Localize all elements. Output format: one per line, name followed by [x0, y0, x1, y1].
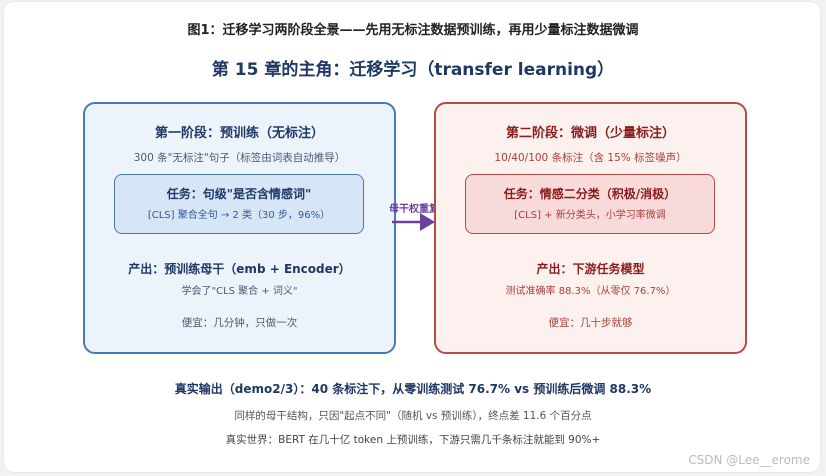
pretrain-output-desc: 学会了"CLS 聚合 + 词义" — [181, 286, 298, 297]
finetune-stage-subtitle: 10/40/100 条标注（含 15% 标签噪声） — [494, 152, 687, 164]
transfer-arrow — [392, 213, 435, 231]
pretrain-output-title: 产出：预训练母干（emb + Encoder） — [128, 262, 351, 276]
pretrain-stage-title: 第一阶段：预训练（无标注） — [154, 126, 324, 141]
finetune-cost-note: 便宜：几十步就够 — [548, 317, 633, 329]
real-world-note: 真实世界：BERT 在几十亿 token 上预训练，下游只需几千条标注就能到 9… — [225, 434, 601, 446]
comparison-note: 同样的母干结构，只因"起点不同"（随机 vs 预训练），终点差 11.6 个百分… — [234, 410, 592, 422]
transfer-arrow-label: 母干权重复 — [389, 204, 439, 215]
pretrain-task-title: 任务：句级"是否含情感词" — [166, 187, 312, 201]
figure-caption: 图1：迁移学习两阶段全景——先用无标注数据预训练，再用少量标注数据微调 — [187, 23, 639, 38]
watermark: CSDN @Lee__erome — [688, 453, 810, 467]
pretrain-task-box: 任务：句级"是否含情感词" [CLS] 聚合全句 → 2 类（30 步，96%） — [114, 174, 364, 234]
pretrain-task-desc: [CLS] 聚合全句 → 2 类（30 步，96%） — [147, 210, 331, 221]
result-summary: 真实输出（demo2/3）：40 条标注下，从零训练测试 76.7% vs 预训… — [174, 382, 652, 396]
transfer-arrow-head — [420, 213, 435, 231]
pretrain-stage-subtitle: 300 条"无标注"句子（标签由词表自动推导） — [133, 152, 346, 164]
finetune-output-desc: 测试准确率 88.3%（从零仅 76.7%） — [505, 286, 676, 297]
finetune-task-box: 任务：情感二分类（积极/消极） [CLS] + 新分类头，小学习率微调 — [465, 174, 715, 234]
finetune-output-title: 产出：下游任务模型 — [536, 262, 645, 276]
finetune-stage-title: 第二阶段：微调（少量标注） — [505, 126, 675, 141]
pretrain-stage-box: 第一阶段：预训练（无标注） 300 条"无标注"句子（标签由词表自动推导） 任务… — [83, 102, 396, 354]
pretrain-cost-note: 便宜：几分钟，只做一次 — [181, 317, 298, 329]
finetune-task-desc: [CLS] + 新分类头，小学习率微调 — [514, 210, 666, 221]
finetune-task-title: 任务：情感二分类（积极/消极） — [503, 187, 677, 201]
main-title: 第 15 章的主角：迁移学习（transfer learning） — [211, 60, 615, 80]
finetune-stage-box: 第二阶段：微调（少量标注） 10/40/100 条标注（含 15% 标签噪声） … — [434, 102, 747, 354]
